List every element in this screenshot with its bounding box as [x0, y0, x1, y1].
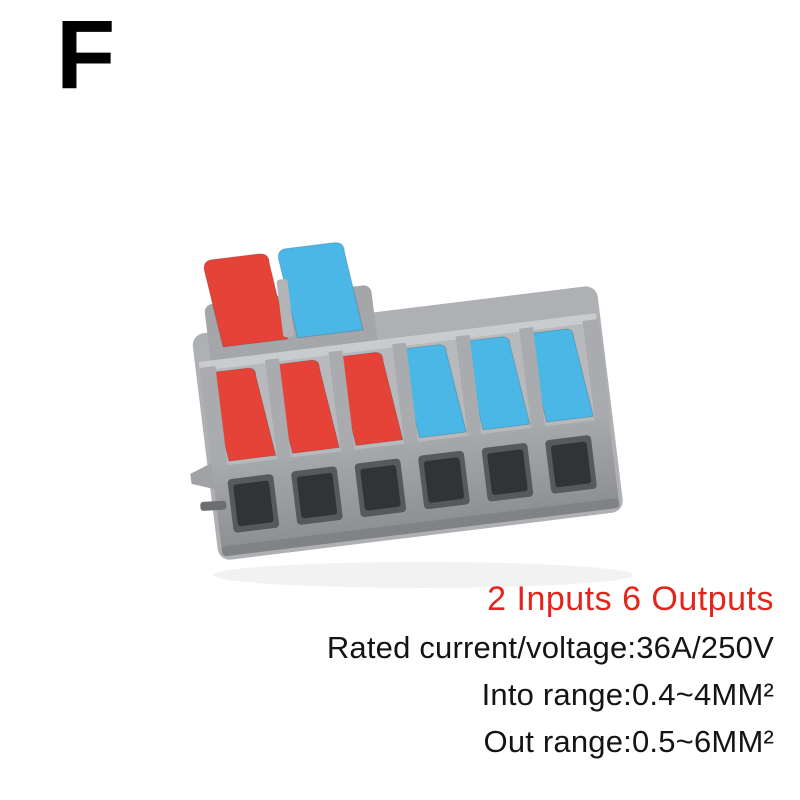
- wire-ports: [227, 435, 597, 533]
- spec-text-block: 2 Inputs 6 Outputs Rated current/voltage…: [327, 580, 774, 771]
- lever-divider-walls: [199, 318, 611, 468]
- side-slot: [200, 500, 227, 511]
- variant-letter: F: [56, 0, 116, 109]
- connector-shadow: [213, 562, 633, 588]
- deck-ridge: [198, 313, 597, 371]
- spec-rated-current-voltage: Rated current/voltage:36A/250V: [326, 630, 774, 665]
- input-divider-wall: [276, 278, 294, 338]
- spec-into-range: Into range:0.4~4MM²: [481, 677, 774, 712]
- spec-headline: 2 Inputs 6 Outputs: [487, 580, 774, 618]
- input-lever-red: [203, 253, 289, 348]
- connector-body: [190, 242, 623, 560]
- side-tab: [190, 463, 215, 490]
- spec-out-range: Out range:0.5~6MM²: [483, 724, 774, 759]
- connector-illustration: [190, 242, 633, 588]
- input-lever-blue: [277, 242, 364, 339]
- front-bottom-edge: [221, 498, 620, 557]
